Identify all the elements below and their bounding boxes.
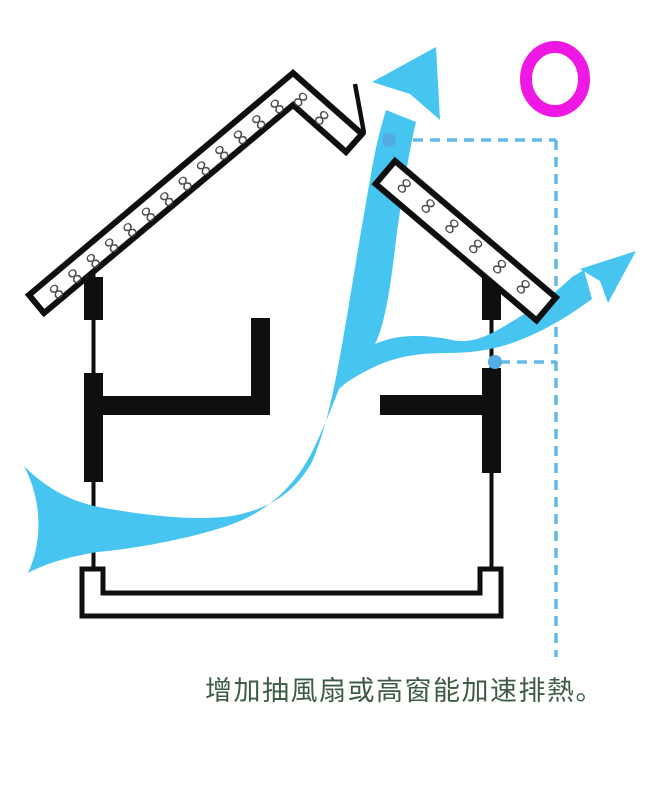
airflow-stream [24,110,592,573]
annotation-dashed-box [396,138,558,657]
insulation-left-symbols: ∞∞∞∞∞∞∞∞∞∞∞∞∞ [40,89,296,309]
roof-right-panel: ∞∞∞∞∞∞ [371,156,561,325]
airflow-arrowhead-window [580,251,636,303]
annotation-dots [382,133,502,369]
high-window-dot [488,355,502,369]
highlight-circle [520,41,590,117]
airflow-arrowhead-ridge [372,47,440,120]
interior-partition [251,318,270,415]
left-wall-upper-block [84,277,103,320]
caption: 增加抽風扇或高窗能加速排熱。 [205,676,604,706]
interior-slab-right [380,395,501,415]
roof-left-panel [24,69,367,318]
right-wall-lower-block [482,368,501,473]
ridge-vent-flap-line [352,83,367,134]
floor-foundation [79,566,504,619]
roof: ∞∞∞∞∞∞∞∞∞∞∞∞∞ ∞∞ ∞∞∞∞∞∞ [24,69,561,325]
airflow [24,47,636,573]
house-section [79,268,504,619]
left-wall-lower-block [84,373,103,482]
ridge-vent-dot [382,133,396,147]
roof-right-panel-body [371,156,561,325]
interior-slab-left [88,396,270,415]
